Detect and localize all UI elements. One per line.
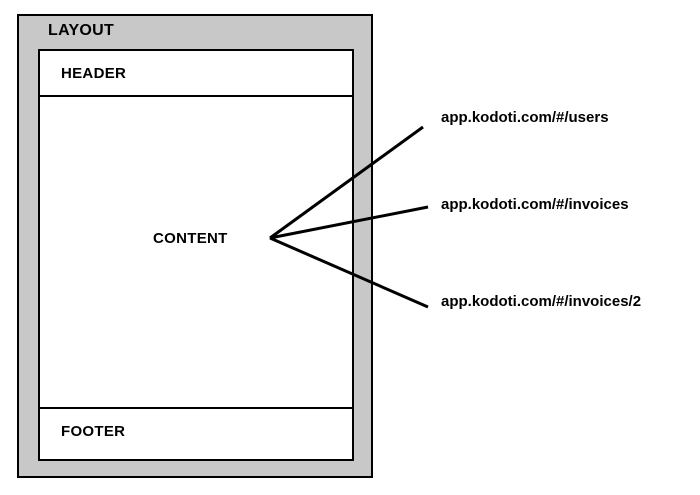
layout-frame: LAYOUT HEADER FOOTER (17, 14, 373, 478)
layout-label: LAYOUT (48, 22, 115, 39)
route-invoice-2: app.kodoti.com/#/invoices/2 (441, 293, 642, 310)
connector-invoice-2 (269, 236, 429, 309)
content-label: CONTENT (153, 230, 228, 247)
footer-region: FOOTER (40, 407, 352, 459)
header-region: HEADER (40, 51, 352, 97)
footer-label: FOOTER (61, 423, 126, 440)
page-box: HEADER FOOTER (38, 49, 354, 461)
connector-users (269, 125, 424, 240)
route-users: app.kodoti.com/#/users (441, 109, 609, 126)
route-invoices: app.kodoti.com/#/invoices (441, 196, 629, 213)
connector-invoices (269, 205, 429, 240)
header-label: HEADER (61, 65, 127, 82)
